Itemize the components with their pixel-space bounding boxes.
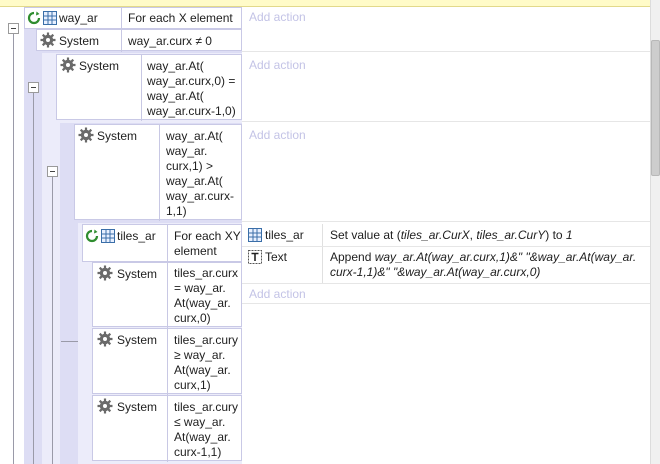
collapse-toggle-icon[interactable] [28,82,39,93]
array-grid-icon [43,11,57,25]
gear-icon [40,32,56,48]
event4-sub-condition-2[interactable]: System tiles_ar.cury ≥ way_ar. At(way_ar… [92,328,242,395]
row-separator [242,121,650,122]
action-row-set-value[interactable]: tiles_ar Set value at (tiles_ar.CurX, ti… [242,224,650,246]
scrollbar-thumb[interactable] [651,40,660,176]
action-object: Text [265,250,288,264]
row-separator [242,283,650,284]
action-param: tiles_ar.CurX [400,228,470,242]
event2-object: System [79,59,120,73]
gear-icon [97,398,113,414]
action-param: 1 [565,228,573,242]
event3-object: System [97,129,138,143]
sub-condition-object: System [117,267,158,281]
row-separator [242,221,650,222]
action-text-part: Set value at ( [330,228,401,242]
collapse-toggle-icon[interactable] [47,166,58,177]
sub-condition-object: System [117,400,158,414]
event1-sub-condition-row[interactable]: System way_ar.curx ≠ 0 [36,29,242,52]
event1-add-action[interactable]: Add action [249,10,306,24]
text-object-icon [248,250,262,264]
column-separator [167,225,168,263]
event1-object-name: way_ar [59,11,98,25]
column-separator [121,30,122,52]
row-separator [242,246,650,247]
event1-condition-text: For each X element [128,11,233,25]
event3-condition-text: way_ar.At( way_ar. curx,1) > way_ar.At( … [166,129,235,218]
sub-condition-text: tiles_ar.curx = way_ar. At(way_ar. curx,… [174,266,239,325]
column-separator [141,55,142,121]
array-grid-icon [248,228,262,242]
gear-icon [97,265,113,281]
action-text-part: Append [330,250,375,264]
tree-line [61,341,78,342]
gear-icon [97,331,113,347]
event1-condition-row[interactable]: way_ar For each X element [24,7,242,30]
event4-sub-condition-3[interactable]: System tiles_ar.cury ≤ way_ar. At(way_ar… [92,395,242,462]
loop-icon [85,229,99,243]
event3-condition-row[interactable]: System way_ar.At( way_ar. curx,1) > way_… [74,124,242,221]
tree-line [52,177,53,464]
event4-sub-condition-1[interactable]: System tiles_ar.curx = way_ar. At(way_ar… [92,262,242,328]
action-text: Set value at (tiles_ar.CurX, tiles_ar.Cu… [330,228,573,243]
array-grid-icon [101,229,115,243]
event4-object: tiles_ar [117,229,156,243]
column-separator [167,396,168,462]
action-row-append-text[interactable]: Text Append way_ar.At(way_ar.curx,1)&" "… [242,247,650,283]
row-separator [242,51,650,52]
action-param: way_ar.At(way_ar.curx,1)&" "&way_ar.At(w… [330,250,637,279]
sub-condition-text: tiles_ar.cury ≥ way_ar. At(way_ar. curx,… [174,333,239,392]
action-param: tiles_ar.CurY [476,228,546,242]
sub-condition-object: System [117,333,158,347]
event1-sub-condition-text: way_ar.curx ≠ 0 [128,34,212,48]
event3-add-action[interactable]: Add action [249,128,306,142]
collapse-toggle-icon[interactable] [8,23,19,34]
loop-icon [27,11,41,25]
column-separator [159,125,160,221]
column-separator [121,8,122,30]
tree-line [33,93,34,464]
action-object: tiles_ar [265,228,304,242]
gear-icon [60,57,76,73]
column-separator [167,263,168,328]
column-separator [322,224,323,246]
gear-icon [78,127,94,143]
event2-add-action[interactable]: Add action [249,58,306,72]
event2-condition-text: way_ar.At( way_ar.curx,0) = way_ar.At( w… [147,59,236,118]
action-text-part: ) to [545,228,566,242]
vertical-scrollbar[interactable] [650,0,660,464]
event2-condition-row[interactable]: System way_ar.At( way_ar.curx,0) = way_a… [56,54,242,121]
row-separator [242,303,650,304]
event4-add-action[interactable]: Add action [249,287,306,301]
event4-condition-text: For each XY element [174,229,241,258]
event-group-header[interactable] [0,0,650,7]
column-separator [167,329,168,395]
event4-condition-row[interactable]: tiles_ar For each XY element [82,224,242,263]
action-text-part: , [469,228,477,242]
action-text: Append way_ar.At(way_ar.curx,1)&" "&way_… [330,250,646,280]
tree-line [13,34,14,464]
event1-sub-object: System [59,34,100,48]
sub-condition-text: tiles_ar.cury ≤ way_ar. At(way_ar. curx-… [174,400,239,459]
column-separator [322,247,323,283]
